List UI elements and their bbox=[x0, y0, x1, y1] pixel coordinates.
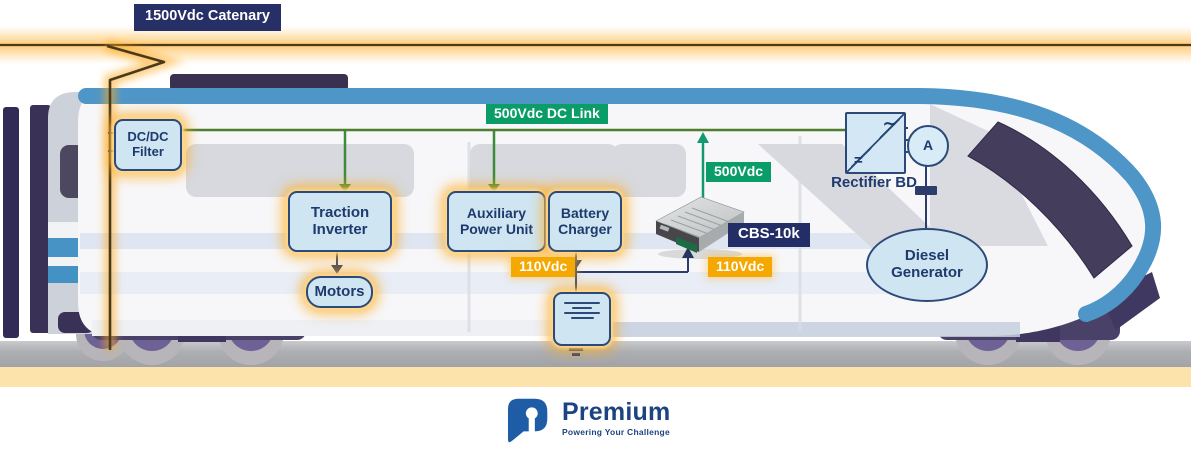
dcdc-filter-box: DC/DC Filter bbox=[114, 119, 182, 171]
dc-link-bus bbox=[177, 125, 845, 208]
traction-inverter-box: Traction Inverter bbox=[288, 191, 392, 252]
aux-power-unit-box: Auxiliary Power Unit bbox=[447, 191, 546, 252]
logo-tagline: Powering Your Challenge bbox=[562, 427, 670, 437]
windshield bbox=[967, 121, 1133, 279]
battery-box bbox=[553, 292, 611, 346]
logo-brand: Premium bbox=[562, 398, 671, 426]
dc-link-label: 500Vdc DC Link bbox=[486, 104, 608, 125]
converter-product-image bbox=[655, 196, 745, 259]
battery-text-line bbox=[570, 317, 594, 319]
battery-text-line bbox=[564, 302, 600, 304]
battery-text-line bbox=[563, 312, 601, 314]
ac-sine-icon: ∼ bbox=[882, 114, 897, 133]
battery-charger-box: Battery Charger bbox=[548, 191, 622, 252]
roof-equipment-box bbox=[170, 74, 348, 91]
diesel-generator-ellipse: Diesel Generator bbox=[866, 228, 988, 302]
battery-text-line bbox=[571, 307, 593, 309]
catenary-wire bbox=[0, 26, 1191, 64]
rectifier-symbol-box: ∼ = bbox=[845, 112, 906, 174]
alternator-circle: A bbox=[907, 125, 949, 167]
battery-bus-voltage-label-right: 110Vdc bbox=[708, 257, 773, 278]
premium-p-logo-icon bbox=[507, 398, 548, 443]
converter-model-label: CBS-10k bbox=[728, 223, 810, 247]
train-blue-stripe bbox=[78, 88, 1162, 322]
converter-input-voltage-label: 500Vdc bbox=[706, 162, 772, 183]
motors-box: Motors bbox=[306, 276, 373, 308]
logo-text: Premium Powering Your Challenge bbox=[562, 398, 671, 438]
dc-equals-icon: = bbox=[854, 152, 863, 170]
rectifier-label: Rectifier BD bbox=[831, 174, 917, 191]
brand-logo: Premium Powering Your Challenge bbox=[505, 398, 670, 444]
catenary-label: 1500Vdc Catenary bbox=[134, 4, 281, 31]
pantograph-feed bbox=[104, 40, 185, 350]
battery-bus-voltage-label-left: 110Vdc bbox=[511, 257, 576, 278]
windows bbox=[186, 104, 1048, 248]
